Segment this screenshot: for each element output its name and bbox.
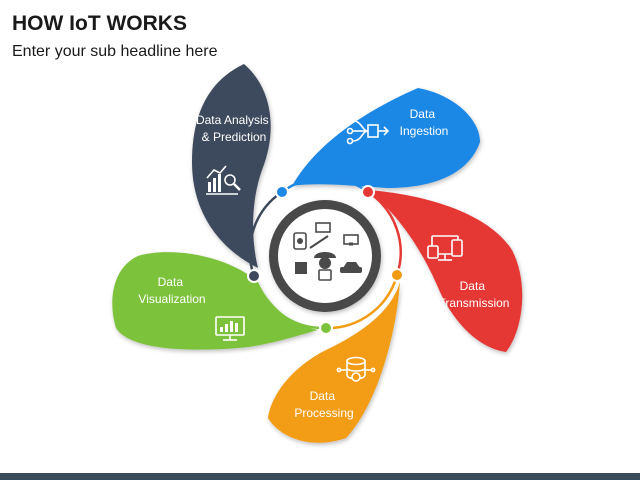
monitor-devices-icon <box>427 235 463 261</box>
ring-dot-green <box>319 321 333 335</box>
petal-data-visualization <box>112 252 318 350</box>
petal-data-processing <box>268 282 400 443</box>
ring-arc-blue <box>281 176 369 194</box>
ring-arc-green <box>252 275 327 330</box>
ring-arc-navy <box>248 190 283 277</box>
petal-data-analysis <box>192 64 271 268</box>
bottom-bar <box>0 473 640 480</box>
page-title: HOW IoT WORKS <box>12 12 187 35</box>
iot-devices-icon <box>293 222 362 281</box>
petal-data-ingestion <box>292 88 480 188</box>
label-data-visualization: Data Visualization <box>138 275 205 306</box>
hub-ring-arcs <box>248 176 402 330</box>
ring-dot-blue <box>275 185 289 199</box>
network-flow-icon <box>346 117 390 145</box>
database-gear-icon <box>336 356 376 382</box>
ring-arc-red <box>367 190 402 276</box>
page-subtitle: Enter your sub headline here <box>12 43 218 60</box>
monitor-chart-icon <box>215 316 245 341</box>
label-data-ingestion: Data Ingestion <box>400 107 449 138</box>
ring-arc-orange <box>325 274 399 330</box>
petal-data-transmission <box>368 190 523 352</box>
ring-dot-orange <box>390 268 404 282</box>
label-data-processing: Data Processing <box>294 389 353 420</box>
label-data-transmission: Data Transmission <box>439 279 510 310</box>
chart-magnifier-icon <box>206 165 241 195</box>
ring-dot-navy <box>247 269 261 283</box>
label-data-analysis: Data Analysis & Prediction <box>196 113 272 144</box>
ring-dot-red <box>361 185 375 199</box>
